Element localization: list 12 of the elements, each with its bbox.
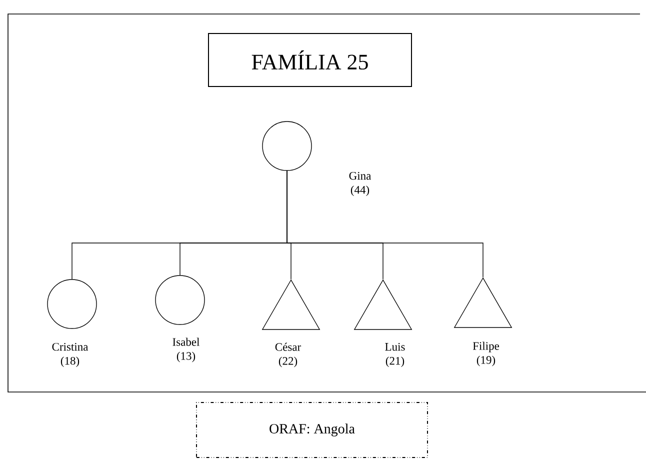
- person-label: Gina (44): [349, 172, 372, 196]
- connector-line: [286, 170, 484, 278]
- person-circle: [155, 275, 205, 325]
- person-circle: [262, 121, 312, 171]
- person-label: Filipe (19): [472, 342, 500, 366]
- person-circle: [47, 279, 97, 329]
- location-box: ORAF: Angola: [196, 402, 428, 458]
- person-label: Isabel (13): [172, 338, 200, 362]
- person-label: Cristina (18): [52, 342, 88, 368]
- person-label: Luis (21): [385, 342, 405, 368]
- person-label: César (22): [275, 342, 301, 368]
- title-box: FAMÍLIA 25: [208, 33, 412, 87]
